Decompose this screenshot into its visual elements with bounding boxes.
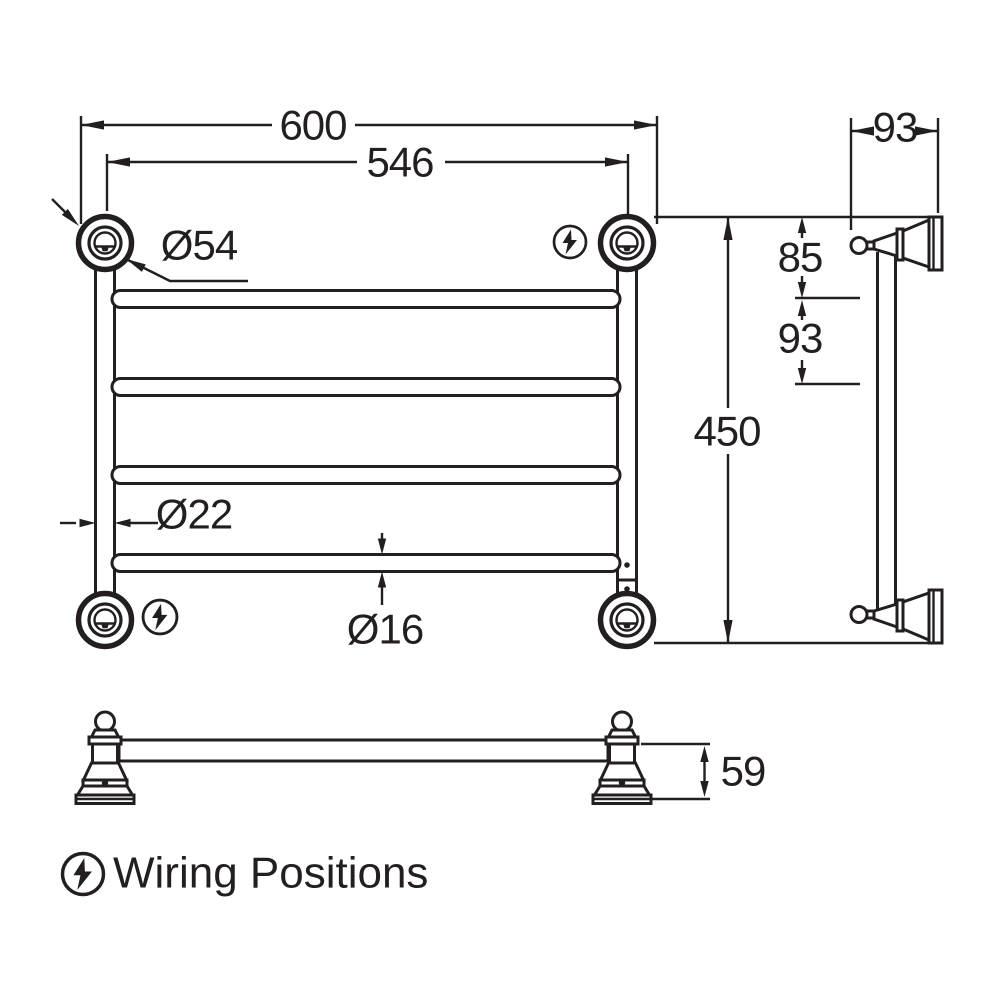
side-view	[849, 215, 944, 645]
finial-ball	[94, 710, 116, 733]
bar-diameter-label: Ø16	[347, 606, 423, 653]
top-offset-label: 85	[778, 234, 823, 281]
dim-bracket-height: 59	[641, 742, 766, 801]
plan-bracket-left	[74, 710, 136, 805]
dim-overall-height: 450	[693, 217, 762, 643]
dim-wall-projection: 93	[849, 104, 940, 230]
wall-flange-bottom-left	[79, 594, 132, 647]
side-bracket-bottom	[849, 588, 944, 645]
dim-overall-width: 600	[79, 102, 659, 224]
plan-bar	[117, 738, 610, 763]
dim-bar-spacing: 93	[778, 300, 860, 386]
finial-ball	[611, 710, 633, 733]
finial-ball	[849, 236, 869, 255]
wall-flange-top-left	[79, 217, 132, 270]
legend: Wiring Positions	[60, 849, 428, 898]
dim-flange-diameter: Ø54	[51, 198, 248, 283]
legend-label: Wiring Positions	[113, 849, 428, 898]
wall-projection-label: 93	[873, 104, 918, 151]
lightning-bolt-icon	[141, 598, 179, 636]
dim-bar-diameter: Ø16	[347, 533, 424, 653]
overall-width-label: 600	[279, 102, 346, 149]
front-view	[79, 217, 654, 647]
dim-rail-diameter: Ø22	[60, 491, 233, 538]
bracket-height-label: 59	[721, 748, 766, 795]
wall-flange-bottom-right	[601, 594, 654, 647]
bracket-bell	[81, 761, 129, 782]
towel-bar-4	[110, 553, 622, 573]
screw-dot	[624, 586, 630, 592]
bracket-bell	[598, 761, 646, 782]
overall-height-label: 450	[693, 408, 760, 455]
dim-mounting-centres: 546	[105, 139, 630, 214]
plan-view	[74, 710, 653, 805]
flange-diameter-label: Ø54	[161, 222, 238, 269]
wall-flange-top-right	[601, 217, 654, 270]
towel-bar-2	[110, 377, 622, 397]
wall-plate	[927, 215, 944, 272]
wall-plate	[927, 588, 944, 645]
finial-ball	[849, 605, 869, 624]
rail-diameter-label: Ø22	[156, 491, 232, 538]
towel-bar-3	[110, 465, 622, 485]
bar-spacing-label: 93	[778, 315, 823, 362]
lightning-bolt-icon	[552, 224, 588, 260]
plan-bracket-right	[591, 710, 653, 805]
dim-top-offset: 85	[778, 217, 860, 300]
lightning-bolt-icon	[60, 851, 106, 897]
towel-bar-1	[110, 289, 622, 309]
screw-dot	[624, 562, 630, 568]
mounting-centres-label: 546	[366, 139, 433, 186]
